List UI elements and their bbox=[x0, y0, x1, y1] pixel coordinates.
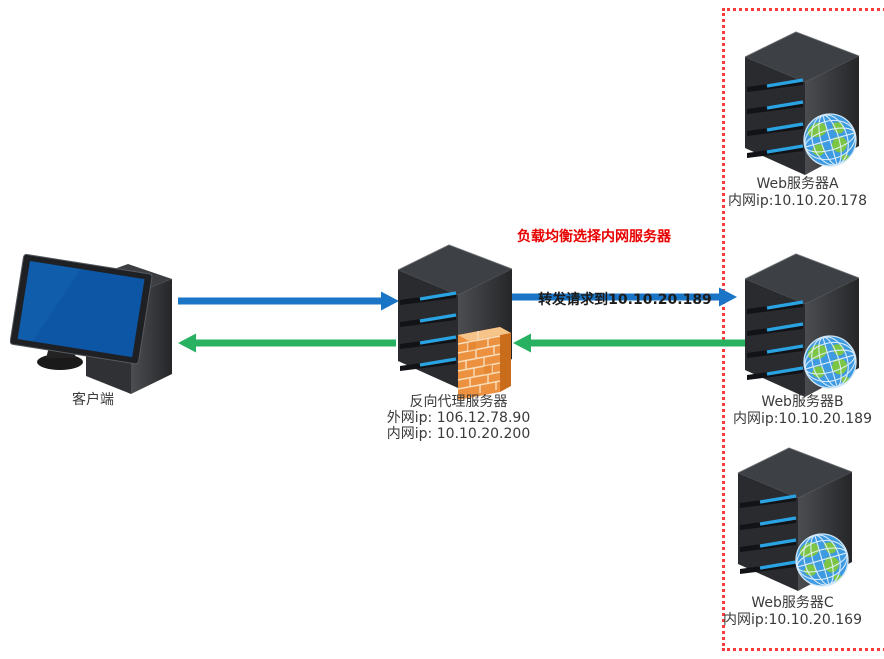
server-a-name: Web服务器A bbox=[756, 176, 839, 192]
server-c-name: Web服务器C bbox=[751, 595, 834, 611]
proxy-label-block: 反向代理服务器 外网ip: 106.12.78.90 内网ip: 10.10.2… bbox=[361, 394, 556, 442]
client-computer-icon bbox=[10, 253, 172, 394]
server-b-name: Web服务器B bbox=[761, 394, 844, 410]
request-arrow-proxy-to-serverB bbox=[511, 287, 737, 307]
proxy-name: 反向代理服务器 bbox=[409, 394, 508, 410]
server-a-ip: 内网ip:10.10.20.178 bbox=[727, 193, 867, 209]
firewall-icon bbox=[457, 326, 512, 400]
response-arrow-proxy-to-client bbox=[178, 333, 396, 353]
server-b-ip: 内网ip:10.10.20.189 bbox=[732, 411, 872, 427]
server-c-ip: 内网ip:10.10.20.169 bbox=[722, 612, 862, 628]
proxy-server-icon bbox=[396, 243, 514, 400]
load-balancing-annotation: 负载均衡选择内网服务器 bbox=[517, 229, 671, 245]
proxy-external-ip: 外网ip: 106.12.78.90 bbox=[386, 410, 531, 426]
forward-request-annotation: 转发请求到10.10.20.189 bbox=[538, 292, 712, 308]
webserver-cluster-border bbox=[722, 8, 884, 651]
request-arrow-client-to-proxy bbox=[178, 291, 399, 311]
client-label: 客户端 bbox=[72, 392, 114, 408]
server-c-label-block: Web服务器C 内网ip:10.10.20.169 bbox=[700, 595, 884, 629]
proxy-internal-ip: 内网ip: 10.10.20.200 bbox=[386, 426, 531, 442]
response-arrow-serverB-to-proxy bbox=[513, 333, 745, 353]
server-b-label-block: Web服务器B 内网ip:10.10.20.189 bbox=[710, 394, 884, 428]
server-a-label-block: Web服务器A 内网ip:10.10.20.178 bbox=[705, 176, 884, 210]
web-server-a-icon bbox=[744, 30, 884, 177]
client-monitor bbox=[10, 253, 153, 370]
web-server-c-icon bbox=[736, 446, 876, 614]
